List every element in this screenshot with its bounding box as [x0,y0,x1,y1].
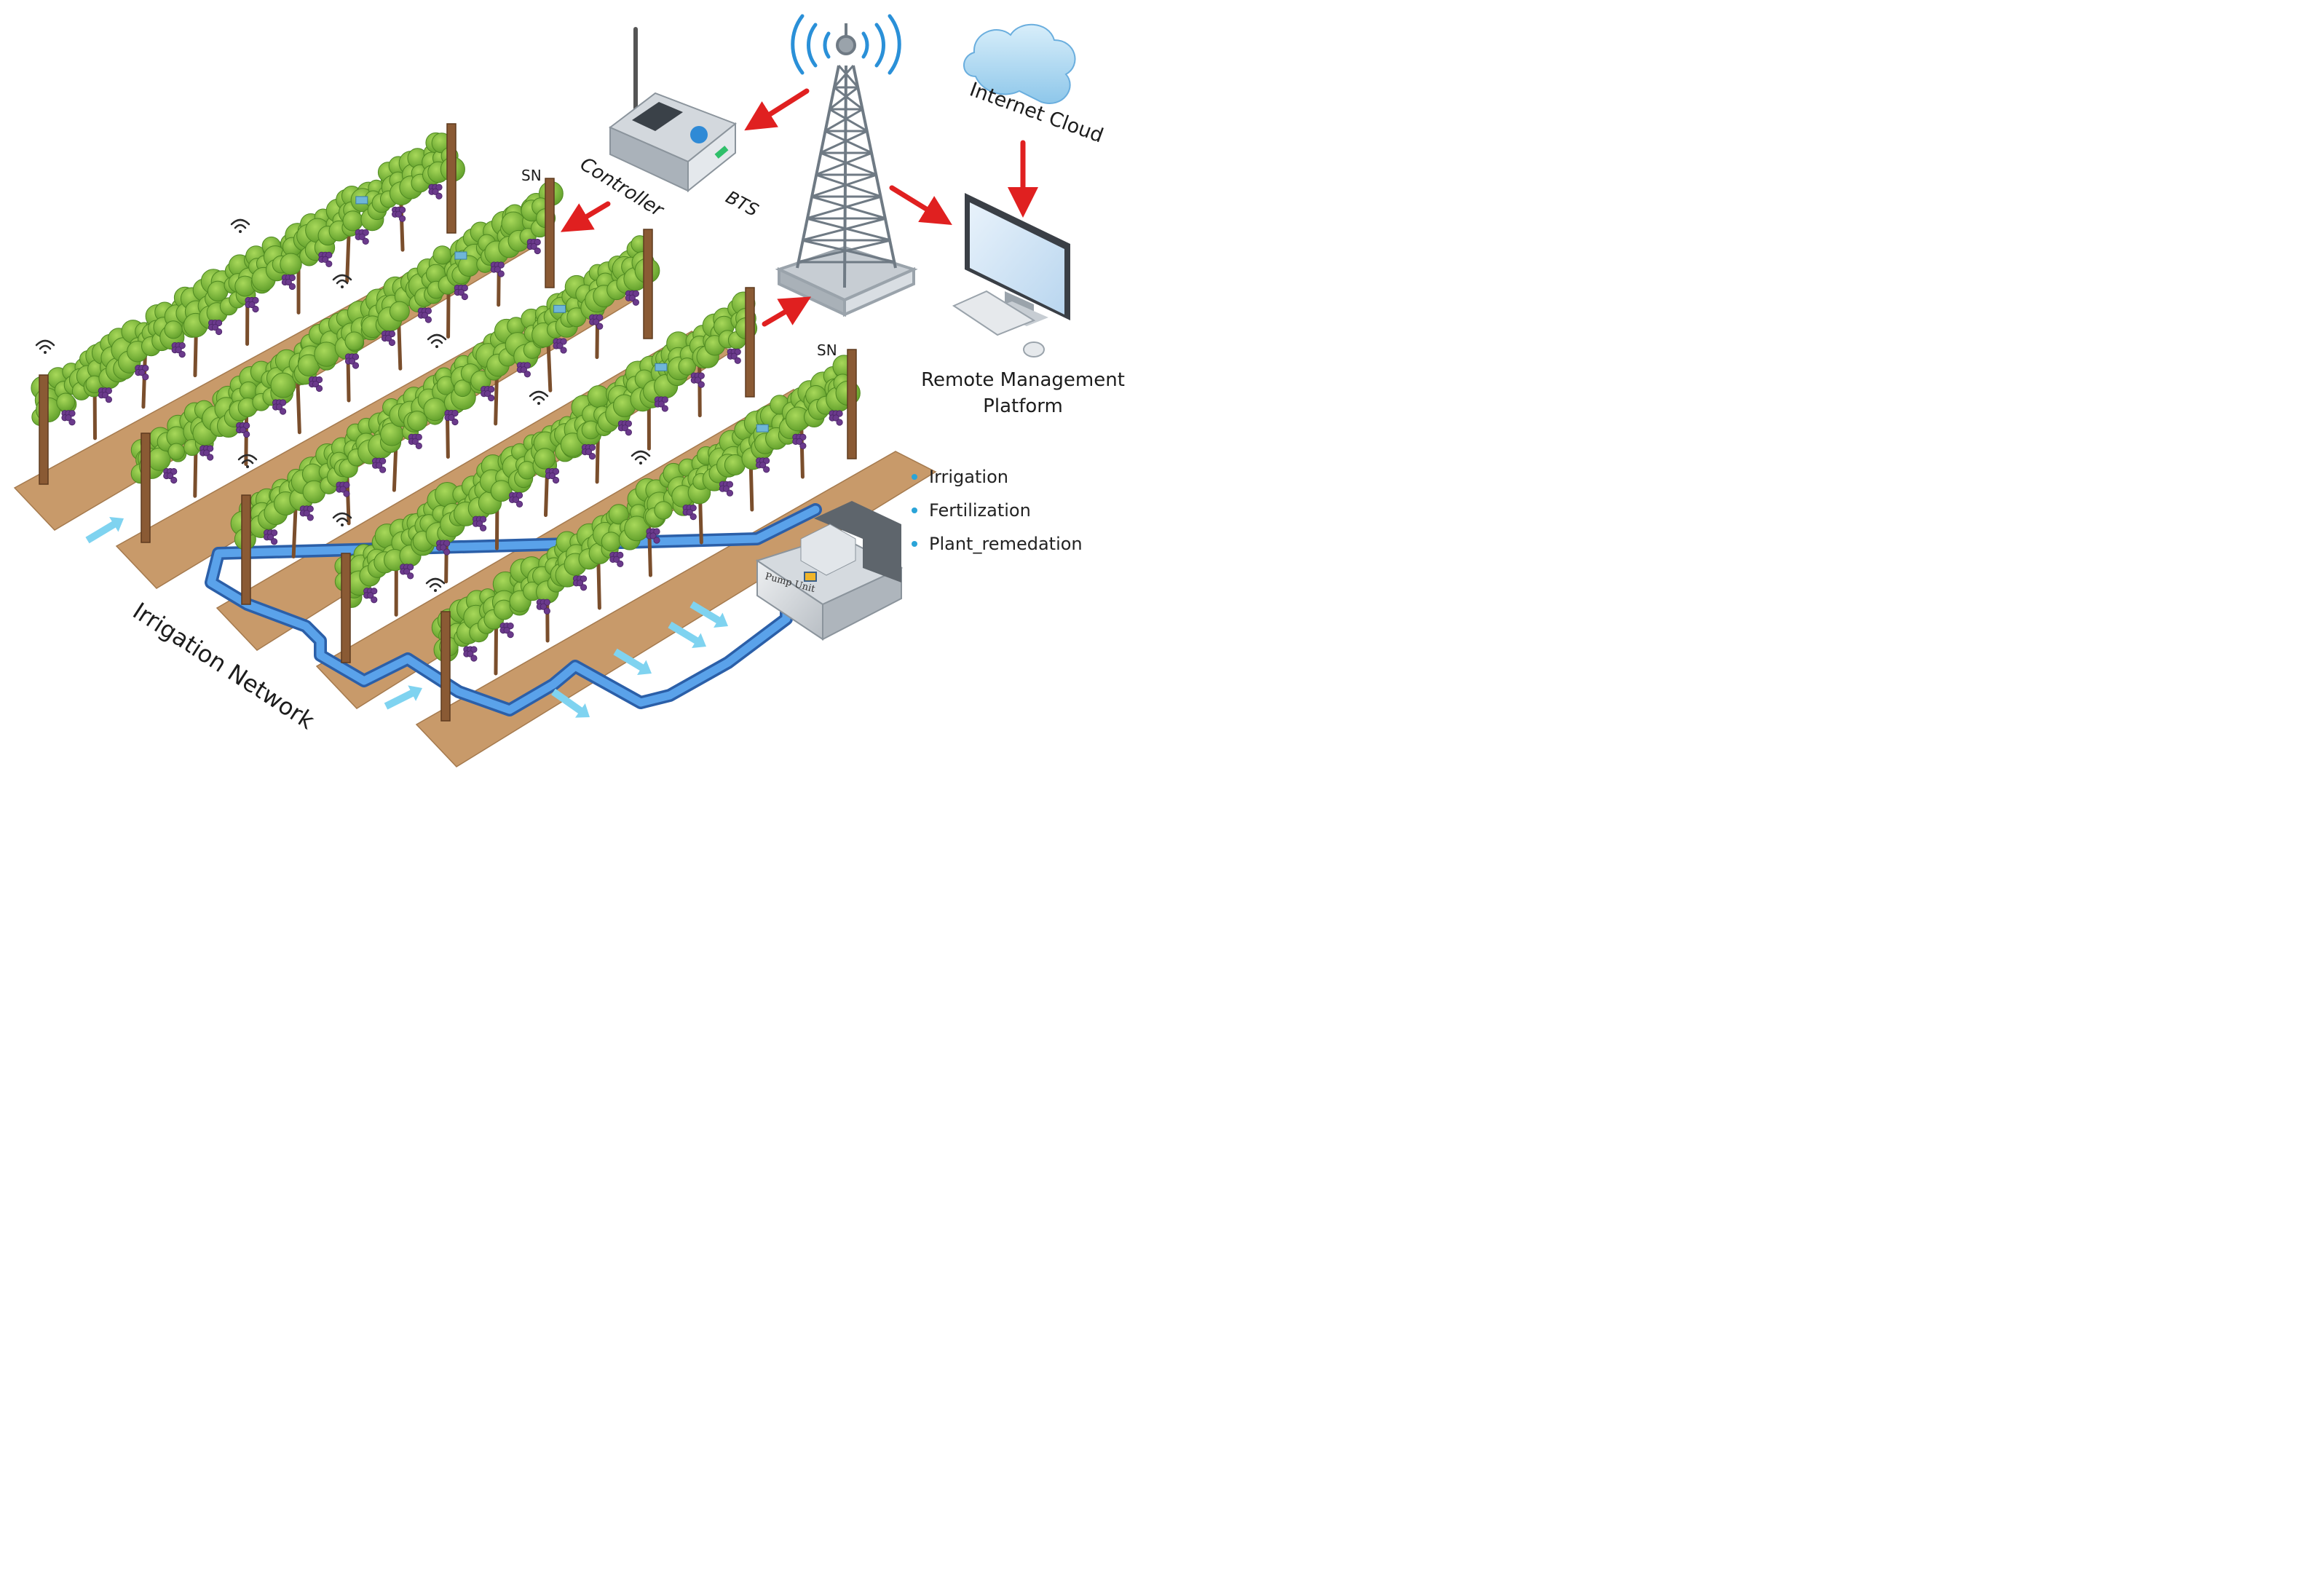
wifi-icon [427,333,447,348]
vine-row [31,123,465,485]
wifi-icon [529,390,549,405]
flow-arrow-icon [668,621,706,649]
vine-row [230,229,660,605]
legend-label: Fertilization [929,500,1031,521]
legend-label: Irrigation [929,467,1008,487]
arrow-bts-to-platform [889,185,952,226]
tower-icon [775,23,918,317]
remote-platform-line2: Platform [983,395,1063,417]
flow-arrow-icon [551,688,590,718]
keyboard-icon [952,290,1036,336]
sensor-icon [553,304,566,313]
mouse-icon [1023,341,1045,358]
sensor-icon [756,424,769,433]
bullet-icon [912,474,917,480]
sn-label-right: SN [817,341,837,359]
sensor-icon [454,251,467,260]
wifi-icon [35,339,55,354]
vine-row [130,178,564,543]
iot-vineyard-diagram: Internet Cloud Controller BTS SN SN Irri… [13,14,1106,767]
wifi-icon [237,454,258,468]
sn-label-top: SN [521,167,542,184]
wifi-icon [631,450,651,465]
flow-arrow-icon [85,516,124,544]
arrow-field-to-bts [762,296,812,327]
legend-item: Plant_remedation [912,527,1083,561]
wifi-icon [425,577,446,592]
flow-arrow-icon [689,601,728,628]
controller-icon [609,27,737,193]
bts-label: BTS [722,187,762,221]
bullet-icon [912,541,917,547]
arrow-controller-to-sn [560,201,611,232]
cloud-icon [963,23,1076,104]
legend-label: Plant_remedation [929,534,1083,554]
wifi-icon [230,218,250,233]
remote-management-platform-label: Remote Management Platform [914,367,1132,419]
water-flow-arrows [85,516,728,718]
bullet-icon [912,507,917,513]
tower-signal-icon [791,14,901,75]
vine-row [431,349,861,722]
legend-item: Irrigation [912,460,1083,494]
pump-unit-icon [755,501,904,641]
legend-item: Fertilization [912,494,1083,527]
sensor-icon [655,363,668,371]
vine-row [334,287,758,663]
arrow-bts-to-controller [744,88,810,131]
irrigation-pipe [205,503,822,716]
vine-rows [31,123,861,722]
remote-platform-line1: Remote Management [921,369,1125,391]
flow-arrow-icon [613,648,652,676]
sensor-icon [355,196,368,205]
data-flow-arrows [560,88,1038,327]
wifi-icon [332,512,352,526]
flow-arrow-icon [384,685,422,710]
wifi-icon [332,274,352,288]
wifi-signals [35,218,651,592]
applications-legend: Irrigation Fertilization Plant_remedatio… [912,460,1083,561]
